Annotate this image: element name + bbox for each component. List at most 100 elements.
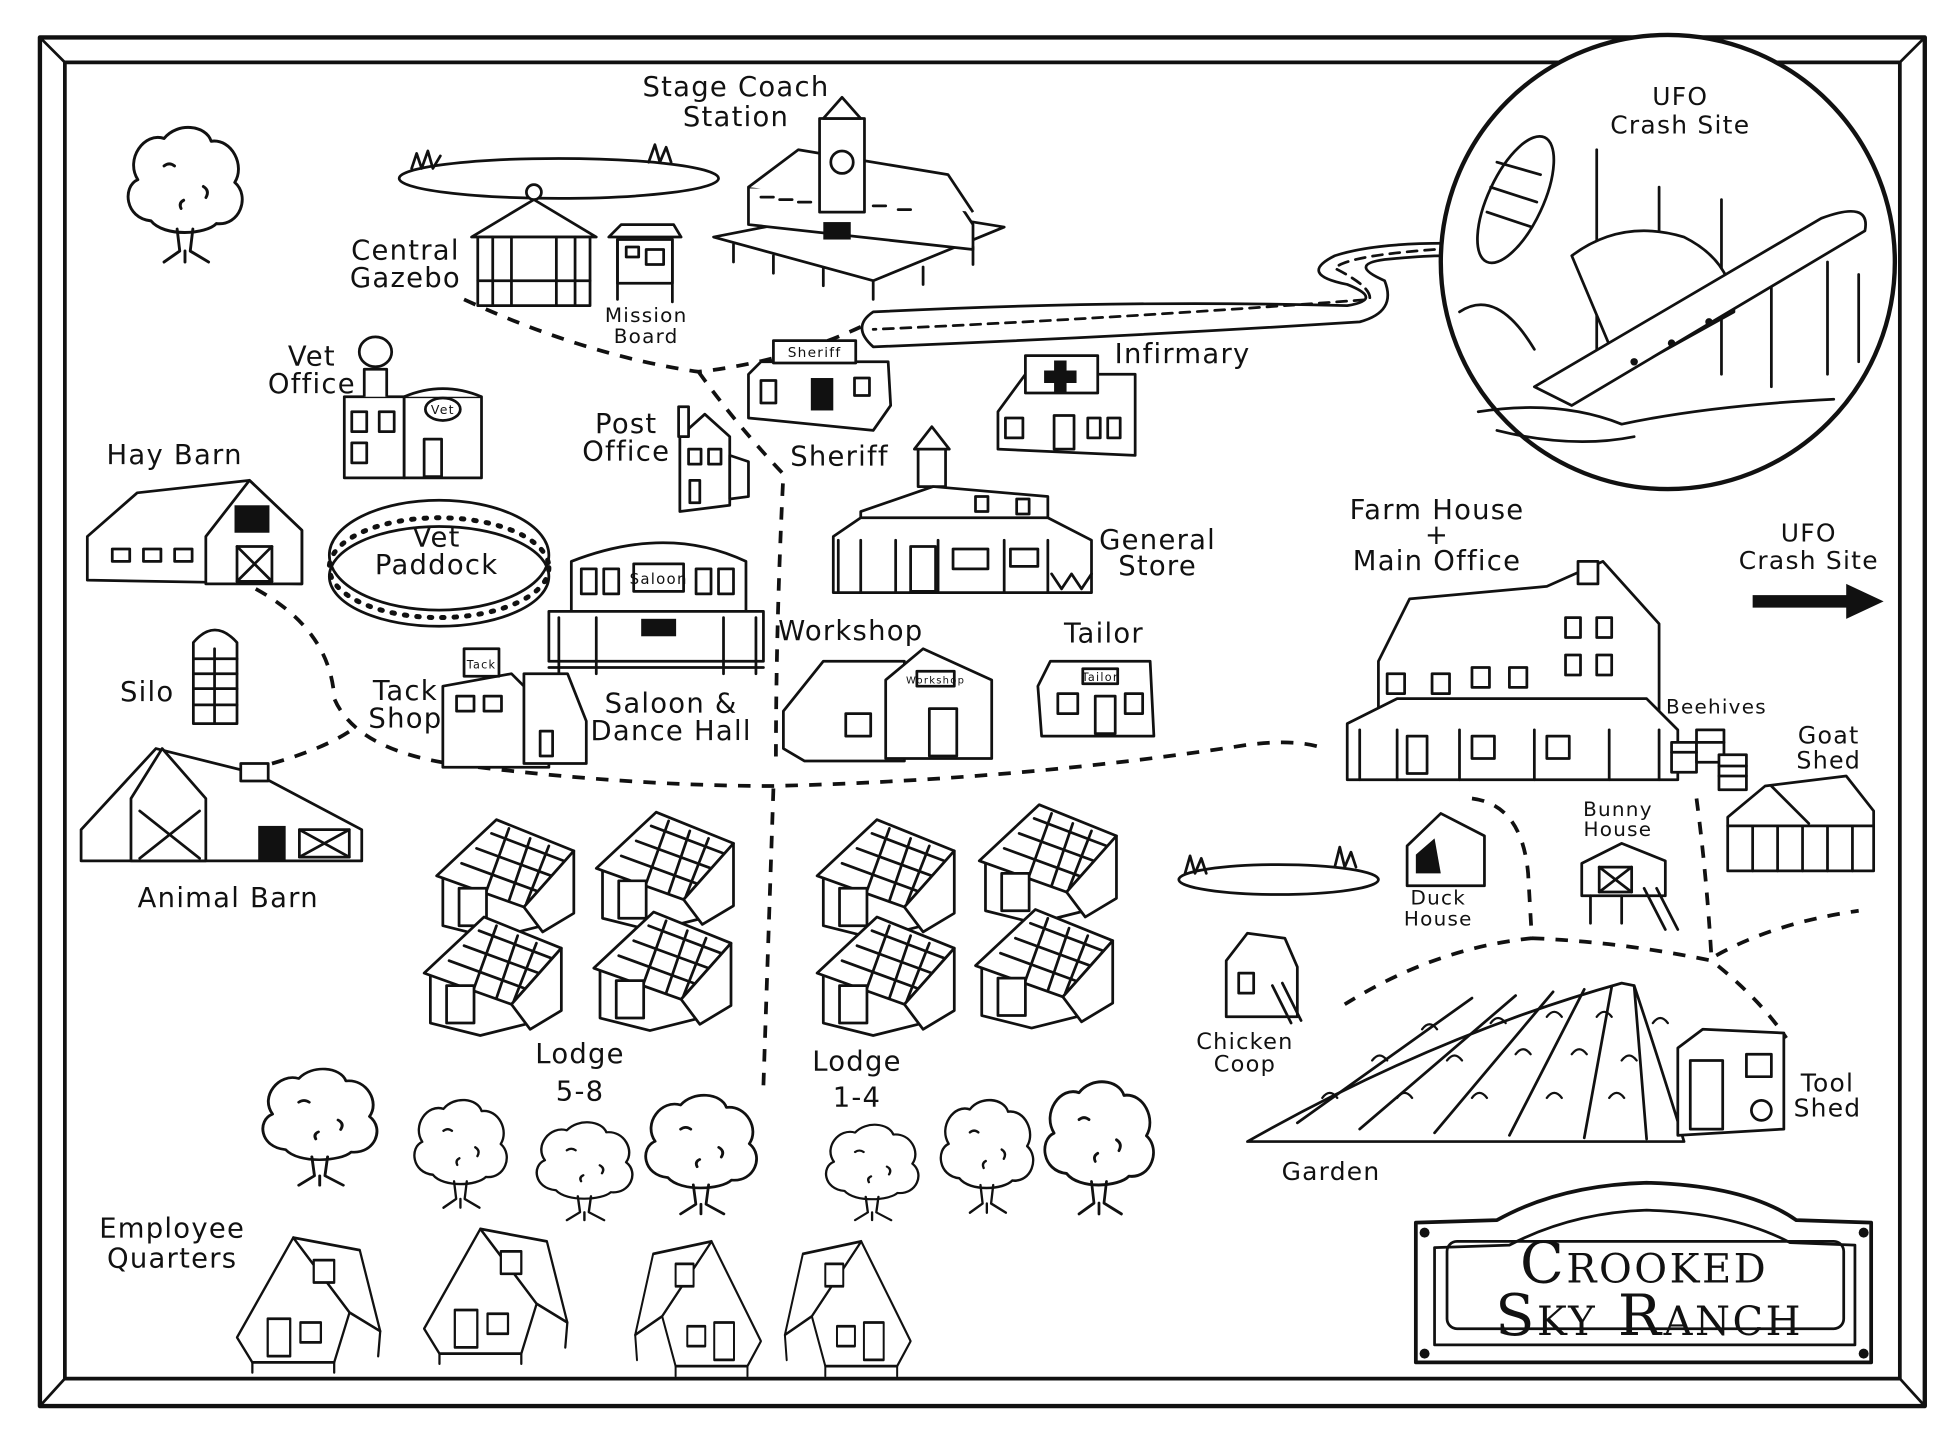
- label-chicken-coop-2: Coop: [1214, 1052, 1276, 1078]
- tree-icon: [824, 1123, 920, 1222]
- lodge-icon: [435, 818, 576, 940]
- lodge-icon: [594, 810, 735, 933]
- tailor-sign: Tailor: [1081, 671, 1119, 684]
- a-frame-cabin-icon: [633, 1240, 763, 1378]
- saloon-sign: Saloon: [630, 570, 688, 588]
- workshop-sign: Workshop: [906, 676, 965, 687]
- saloon: Saloon: [547, 541, 765, 676]
- label-tack-shop-2: Shop: [368, 703, 442, 734]
- tree-icon: [413, 1098, 508, 1209]
- farm-house: [1345, 560, 1680, 782]
- location-labels: Stage Coach Station Central Gazebo Missi…: [99, 72, 1879, 1275]
- garden: [1246, 981, 1686, 1143]
- arrow-right-icon: [1752, 583, 1884, 619]
- label-saloon-1: Saloon &: [605, 688, 738, 719]
- label-vet-office-2: Office: [268, 369, 356, 400]
- vet-office: Vet: [342, 335, 483, 480]
- post-office: [677, 405, 750, 513]
- tack-shop: Tack: [441, 647, 588, 769]
- tree-icon: [644, 1093, 758, 1216]
- tree-icon: [261, 1067, 379, 1187]
- vet-sign: Vet: [431, 402, 455, 417]
- chicken-coop: [1224, 931, 1303, 1025]
- lodge-icon: [815, 915, 956, 1037]
- label-ufo-arrow-1: UFO: [1781, 518, 1837, 547]
- label-employee-quarters-1: Employee: [99, 1214, 245, 1245]
- lodge-icon: [977, 803, 1118, 925]
- label-farm-house-3: Main Office: [1353, 546, 1521, 577]
- animal-barn: [79, 747, 364, 863]
- ufo-inset-label-2: Crash Site: [1610, 110, 1750, 139]
- label-tailor: Tailor: [1063, 619, 1144, 650]
- silo: [191, 628, 239, 725]
- general-store: [831, 425, 1093, 594]
- label-lodge-1-4-1: Lodge: [812, 1046, 902, 1077]
- mission-board: [607, 223, 683, 304]
- label-post-office-2: Office: [582, 436, 670, 467]
- label-animal-barn: Animal Barn: [138, 883, 319, 914]
- title-line-2: Sky Ranch: [1495, 1282, 1803, 1349]
- tree-icon: [939, 1098, 1035, 1214]
- label-post-office-1: Post: [595, 409, 657, 440]
- label-lodge-5-8-1: Lodge: [535, 1039, 625, 1070]
- ufo-crash-site-inset: UFO Crash Site: [1438, 32, 1898, 492]
- label-vet-paddock-1: Vet: [413, 522, 461, 553]
- label-hay-barn: Hay Barn: [107, 440, 243, 471]
- title-line-1: Crooked: [1520, 1230, 1768, 1297]
- ufo-icon: [1532, 210, 1867, 407]
- label-duck-house-2: House: [1404, 907, 1473, 931]
- duck-pond: [1177, 845, 1380, 896]
- label-bunny-house-1: Bunny: [1583, 797, 1653, 821]
- workshop: Workshop: [782, 647, 994, 763]
- central-gazebo: [470, 183, 598, 308]
- label-silo: Silo: [120, 677, 174, 708]
- label-saloon-2: Dance Hall: [591, 716, 752, 747]
- label-beehives: Beehives: [1666, 695, 1767, 719]
- tack-sign: Tack: [466, 659, 497, 672]
- a-frame-cabin-icon: [422, 1227, 569, 1366]
- label-general-store-2: Store: [1118, 551, 1197, 582]
- label-tack-shop-1: Tack: [372, 676, 438, 707]
- goat-shed: [1726, 774, 1876, 873]
- label-employee-quarters-2: Quarters: [107, 1244, 237, 1275]
- label-gazebo-1: Central: [351, 236, 460, 267]
- a-frame-cabin-icon: [783, 1240, 913, 1378]
- label-tool-shed-1: Tool: [1800, 1069, 1854, 1098]
- label-sheriff: Sheriff: [790, 441, 889, 472]
- label-mission-board-2: Board: [614, 324, 679, 348]
- map-frame: [37, 35, 1927, 1409]
- label-mission-board-1: Mission: [605, 303, 688, 327]
- bunny-house: [1580, 842, 1680, 931]
- clock-icon: [829, 149, 855, 175]
- employee-quarters: [235, 1227, 913, 1378]
- label-goat-shed-2: Shed: [1796, 747, 1861, 775]
- tool-shed: [1676, 1027, 1786, 1137]
- label-farm-house-1: Farm House: [1350, 495, 1525, 526]
- infirmary: [996, 354, 1137, 457]
- ranch-title-sign: Crooked Sky Ranch: [1413, 1180, 1874, 1365]
- label-goat-shed-1: Goat: [1798, 722, 1860, 750]
- tree-icon: [1043, 1080, 1155, 1216]
- label-duck-house-1: Duck: [1411, 886, 1467, 910]
- label-ufo-arrow-2: Crash Site: [1739, 546, 1879, 575]
- label-bunny-house-2: House: [1584, 817, 1653, 841]
- tree-icon: [126, 125, 244, 264]
- trees: [126, 125, 1155, 1222]
- medical-cross-icon: [1044, 360, 1077, 393]
- lodge-icon: [974, 908, 1115, 1030]
- water-tower-icon: [357, 335, 394, 369]
- label-lodge-1-4-2: 1-4: [833, 1083, 882, 1114]
- label-chicken-coop-1: Chicken: [1196, 1029, 1293, 1055]
- sheriff-sign: Sheriff: [788, 345, 842, 361]
- pond-top: [397, 143, 720, 200]
- lodge-icon: [422, 915, 563, 1037]
- dirt-paths: [254, 297, 1859, 1086]
- sheriff-office: Sheriff: [747, 339, 893, 432]
- label-vet-office-1: Vet: [288, 342, 336, 373]
- label-farm-house-2: +: [1425, 520, 1449, 551]
- vet-paddock: [326, 498, 552, 628]
- duck-house: [1405, 812, 1486, 888]
- label-stage-coach-2: Station: [683, 102, 789, 133]
- a-frame-cabin-icon: [235, 1236, 382, 1374]
